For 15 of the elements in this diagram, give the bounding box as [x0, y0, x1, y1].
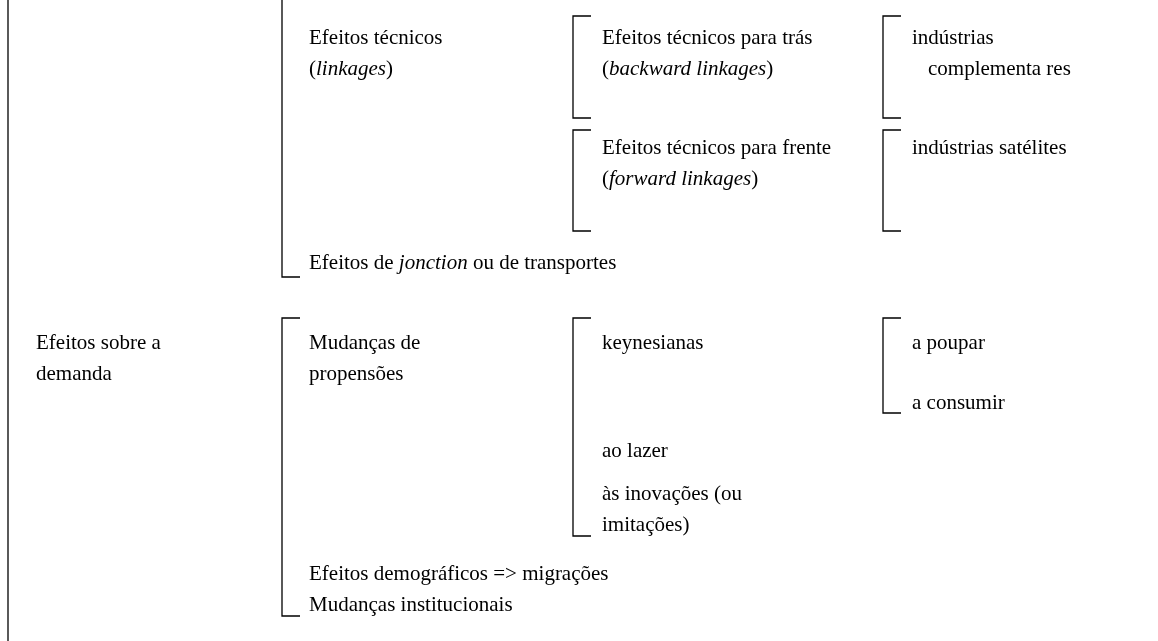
category-label: indústrias satélites [912, 134, 1068, 161]
category-label: Efeitos técnicos para trás (backward linkages) [602, 24, 814, 82]
category-label: Mudanças institucionais [309, 591, 514, 618]
category-label: Mudanças de propensões [309, 329, 422, 387]
category-label: ao lazer [602, 437, 669, 464]
category-label: a poupar [912, 329, 986, 356]
category-label: Efeitos demográficos => migrações [309, 560, 610, 587]
category-label: a consumir [912, 389, 1006, 416]
category-label: keynesianas [602, 329, 705, 356]
category-label: Efeitos técnicos para frente (forward linkages) [602, 134, 833, 192]
category-label: Efeitos de jonction ou de transportes [309, 249, 618, 276]
category-label: Efeitos sobre a demanda [36, 329, 162, 387]
category-label: Efeitos técnicos (linkages) [309, 24, 444, 82]
category-label: indústrias complementa res [912, 24, 1072, 82]
category-label: às inovações (ou imitações) [602, 480, 743, 538]
